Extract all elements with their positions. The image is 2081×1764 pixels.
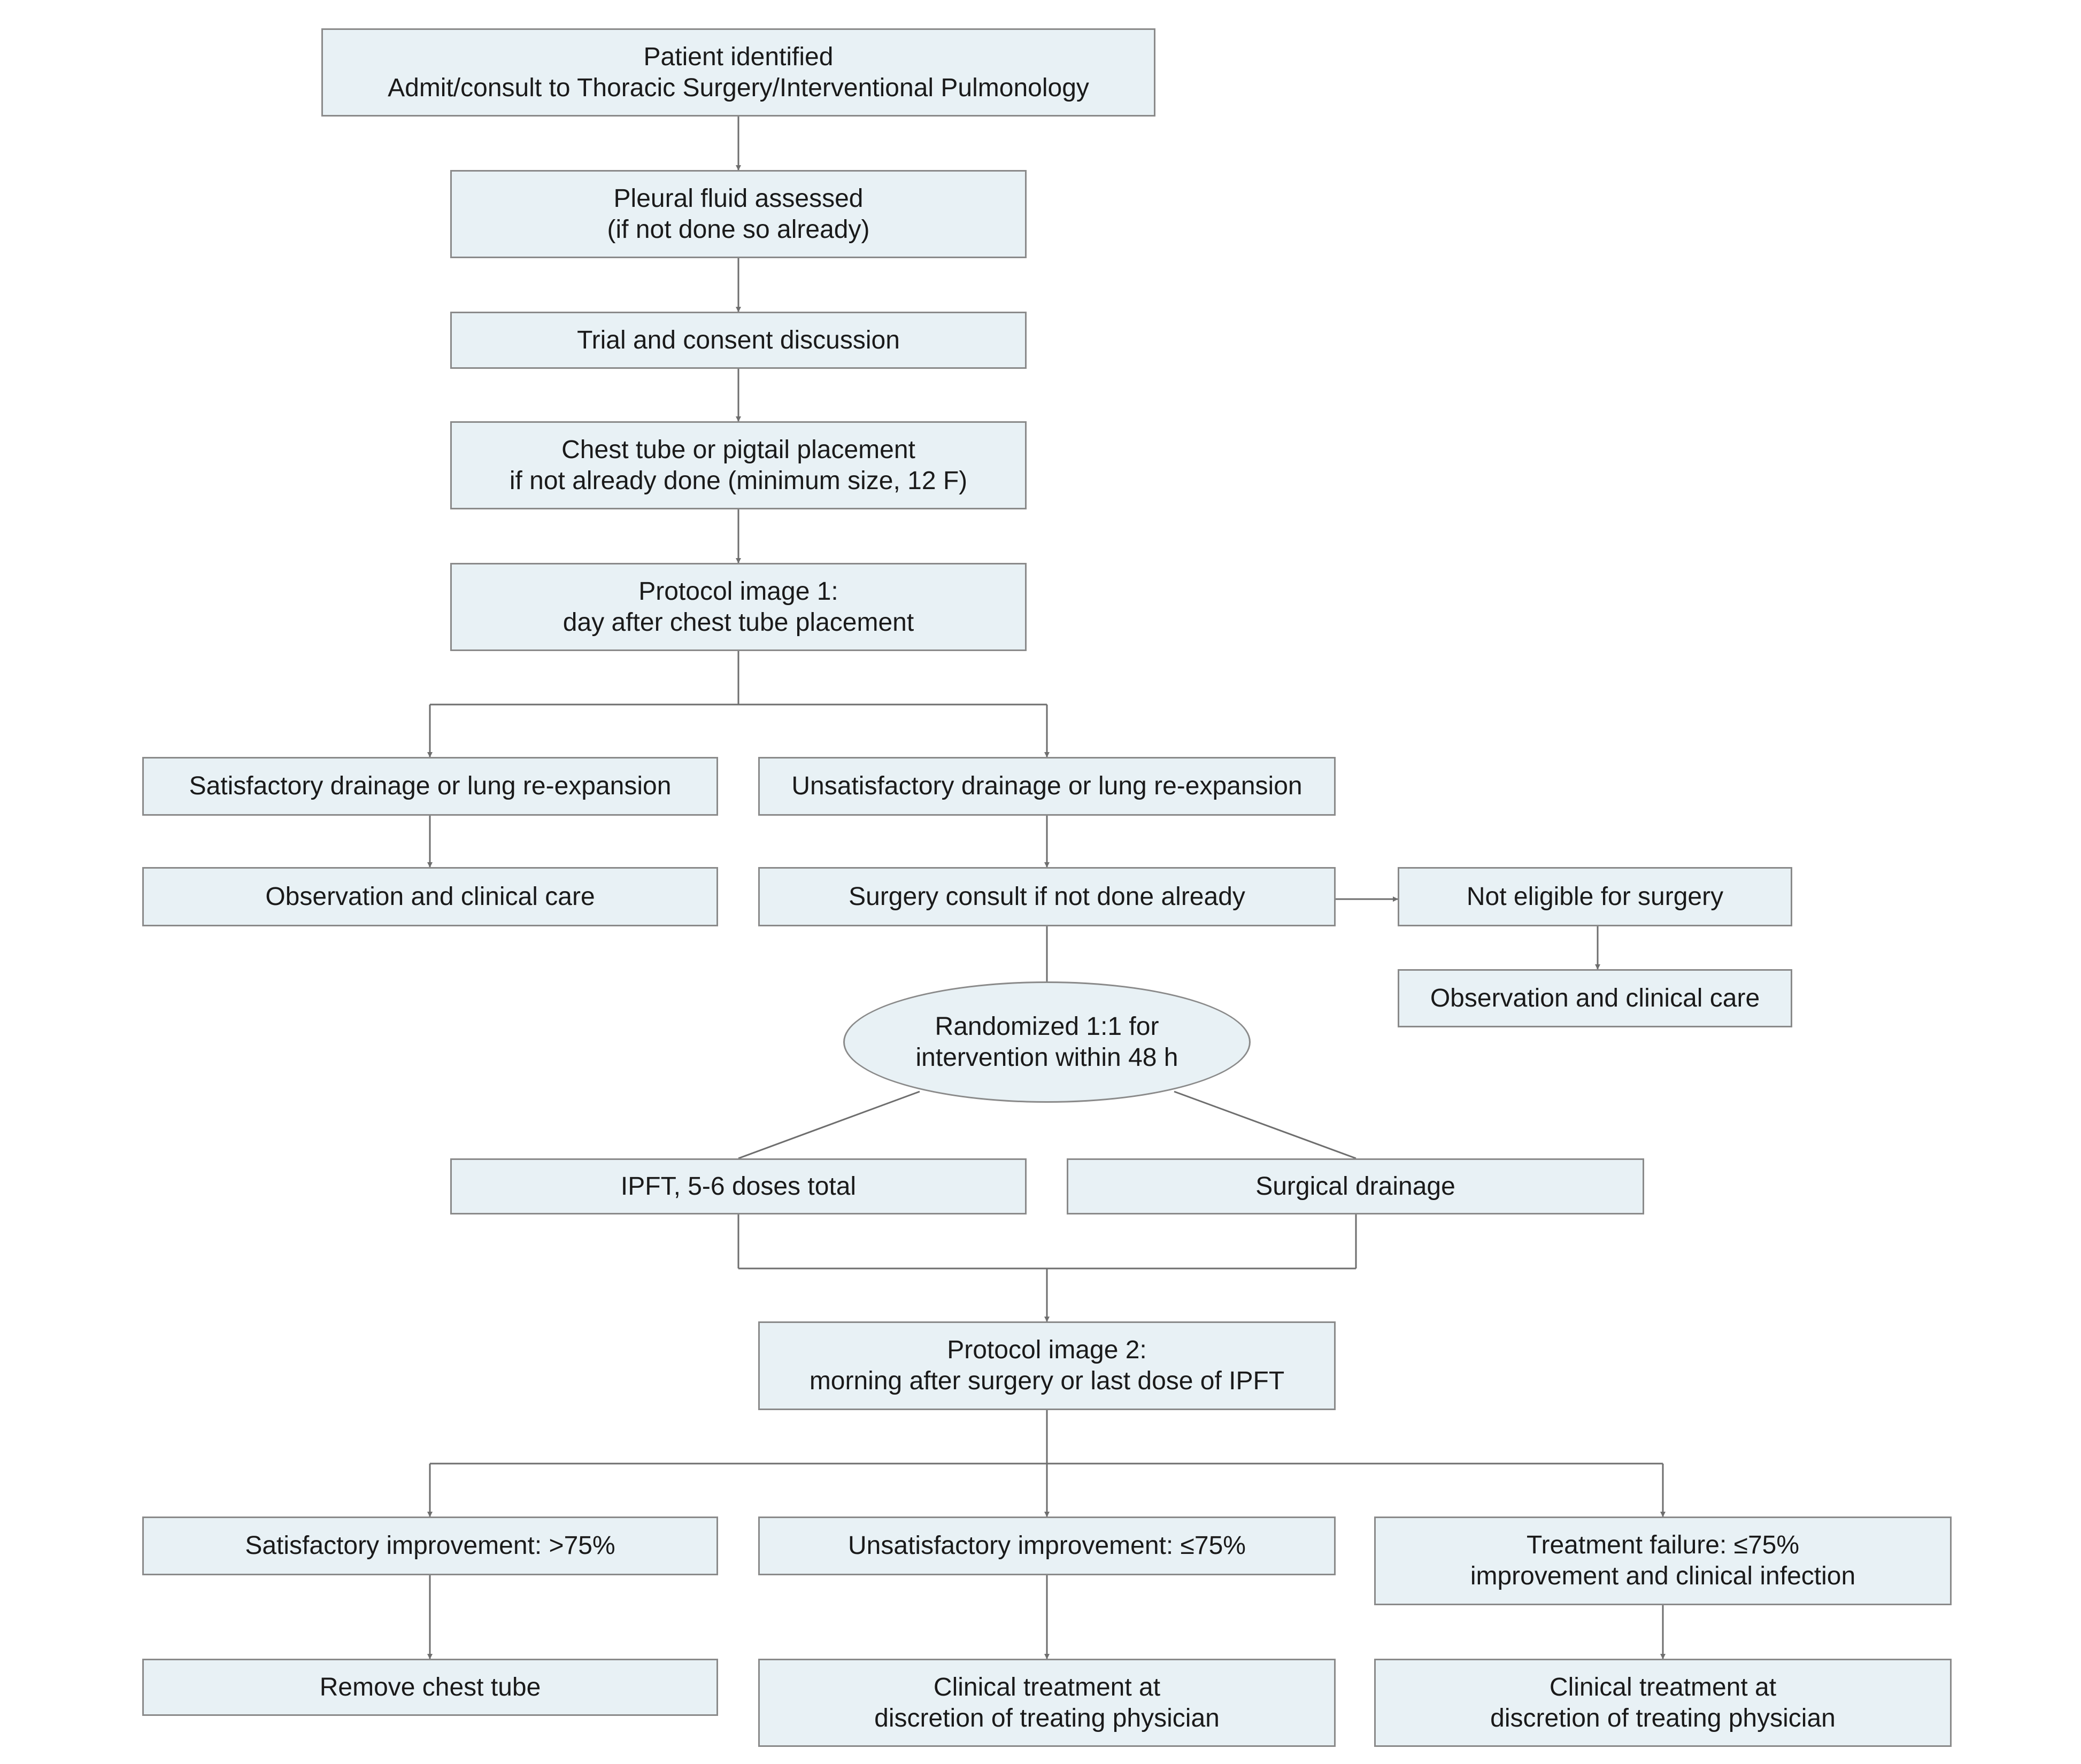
satisfactory-improvement-box: Satisfactory improvement: >75% bbox=[142, 1517, 718, 1575]
protocol-image-2-line1: Protocol image 2: bbox=[947, 1336, 1147, 1364]
satisfactory-improvement-line1: Satisfactory improvement: >75% bbox=[245, 1531, 615, 1560]
chest-tube-line2: if not already done (minimum size, 12 F) bbox=[509, 466, 968, 495]
satisfactory-drainage-line1: Satisfactory drainage or lung re-expansi… bbox=[189, 772, 672, 800]
unsatisfactory-improvement-box: Unsatisfactory improvement: ≤75% bbox=[758, 1517, 1336, 1575]
clinical-treatment-middle-box: Clinical treatment at discretion of trea… bbox=[758, 1659, 1336, 1747]
ipft-line1: IPFT, 5-6 doses total bbox=[620, 1172, 857, 1201]
surgery-consult-box: Surgery consult if not done already bbox=[758, 867, 1336, 926]
ipft-box: IPFT, 5-6 doses total bbox=[450, 1158, 1027, 1214]
patient-identified-box: Patient identified Admit/consult to Thor… bbox=[321, 28, 1155, 117]
clinical-treatment-right-line2: discretion of treating physician bbox=[1490, 1704, 1836, 1732]
protocol-image-1-line2: day after chest tube placement bbox=[562, 608, 914, 637]
protocol-image-2-box: Protocol image 2: morning after surgery … bbox=[758, 1321, 1336, 1410]
patient-identified-line2: Admit/consult to Thoracic Surgery/Interv… bbox=[388, 73, 1089, 102]
clinical-treatment-right-line1: Clinical treatment at bbox=[1549, 1673, 1777, 1701]
surgical-drainage-box: Surgical drainage bbox=[1067, 1158, 1644, 1214]
unsatisfactory-drainage-line1: Unsatisfactory drainage or lung re-expan… bbox=[791, 772, 1302, 800]
remove-chest-tube-line1: Remove chest tube bbox=[319, 1673, 541, 1701]
randomized-line2: intervention within 48 h bbox=[915, 1043, 1178, 1072]
not-eligible-line1: Not eligible for surgery bbox=[1466, 882, 1724, 911]
unsatisfactory-drainage-box: Unsatisfactory drainage or lung re-expan… bbox=[758, 757, 1336, 816]
protocol-image-1-box: Protocol image 1: day after chest tube p… bbox=[450, 563, 1027, 651]
protocol-image-1-line1: Protocol image 1: bbox=[638, 577, 838, 606]
clinical-treatment-middle-line2: discretion of treating physician bbox=[874, 1704, 1220, 1732]
connector-randomized-to-ipft bbox=[738, 1090, 920, 1159]
treatment-failure-line2: improvement and clinical infection bbox=[1470, 1562, 1856, 1590]
trial-consent-line1: Trial and consent discussion bbox=[577, 326, 900, 354]
patient-identified-line1: Patient identified bbox=[643, 42, 834, 71]
unsatisfactory-improvement-line1: Unsatisfactory improvement: ≤75% bbox=[848, 1531, 1246, 1560]
treatment-failure-box: Treatment failure: ≤75% improvement and … bbox=[1374, 1517, 1952, 1605]
observation-right-line1: Observation and clinical care bbox=[1430, 984, 1760, 1012]
surgery-consult-line1: Surgery consult if not done already bbox=[849, 882, 1245, 911]
not-eligible-box: Not eligible for surgery bbox=[1398, 867, 1792, 926]
connector-randomized-to-surgical bbox=[1174, 1090, 1356, 1159]
pleural-fluid-line1: Pleural fluid assessed bbox=[613, 184, 864, 213]
observation-right-box: Observation and clinical care bbox=[1398, 969, 1792, 1027]
clinical-treatment-middle-line1: Clinical treatment at bbox=[933, 1673, 1161, 1701]
treatment-failure-line1: Treatment failure: ≤75% bbox=[1526, 1531, 1800, 1559]
trial-consent-box: Trial and consent discussion bbox=[450, 312, 1027, 369]
observation-left-box: Observation and clinical care bbox=[142, 867, 718, 926]
chest-tube-box: Chest tube or pigtail placement if not a… bbox=[450, 421, 1027, 509]
chest-tube-line1: Chest tube or pigtail placement bbox=[561, 435, 915, 464]
pleural-fluid-box: Pleural fluid assessed (if not done so a… bbox=[450, 170, 1027, 258]
protocol-image-2-line2: morning after surgery or last dose of IP… bbox=[809, 1367, 1285, 1395]
randomized-ellipse: Randomized 1:1 for intervention within 4… bbox=[843, 981, 1251, 1103]
surgical-drainage-line1: Surgical drainage bbox=[1255, 1172, 1455, 1201]
satisfactory-drainage-box: Satisfactory drainage or lung re-expansi… bbox=[142, 757, 718, 816]
clinical-treatment-right-box: Clinical treatment at discretion of trea… bbox=[1374, 1659, 1952, 1747]
remove-chest-tube-box: Remove chest tube bbox=[142, 1659, 718, 1716]
observation-left-line1: Observation and clinical care bbox=[265, 882, 595, 911]
randomized-line1: Randomized 1:1 for bbox=[935, 1012, 1159, 1041]
pleural-fluid-line2: (if not done so already) bbox=[607, 215, 870, 244]
